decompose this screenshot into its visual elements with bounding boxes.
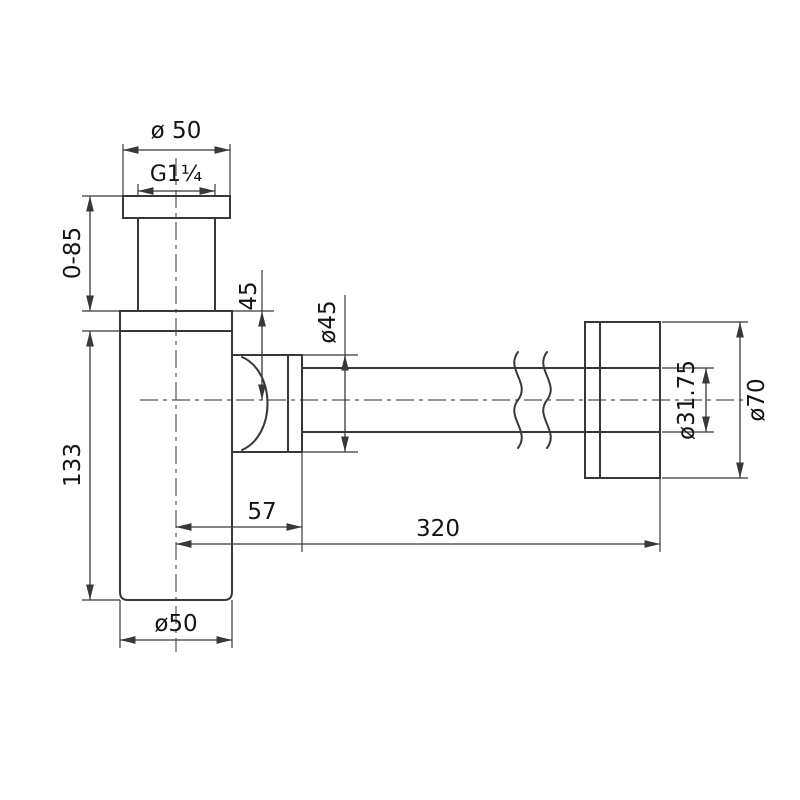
outlet-inner-curve <box>241 356 269 451</box>
dim-nut-diameter-label: ø45 <box>315 300 341 343</box>
dimension-labels: ø 50 G1¼ 0-85 133 ø50 45 ø45 57 320 ø31.… <box>60 118 770 637</box>
pipe-break-symbol-left <box>513 351 523 449</box>
dim-thread-label: G1¼ <box>150 162 202 187</box>
center-lines <box>140 158 748 652</box>
extension-lines <box>82 144 748 648</box>
trap-body-cup <box>119 330 233 601</box>
dim-outlet-offset-label: 45 <box>236 281 262 310</box>
dim-flange-diameter-label: ø70 <box>744 378 770 421</box>
object-lines <box>119 195 661 601</box>
dim-top-diameter-label: ø 50 <box>151 118 202 144</box>
wall-flange <box>584 321 661 479</box>
dim-center-to-outlet-label: 57 <box>247 499 276 525</box>
dim-bottom-diameter-label: ø50 <box>154 611 197 637</box>
dimension-lines <box>86 146 744 644</box>
body-collar-nut <box>119 310 233 332</box>
dim-adjust-height-label: 0-85 <box>60 227 86 279</box>
dim-body-height-label: 133 <box>60 443 86 487</box>
dim-pipe-length-label: 320 <box>416 516 460 542</box>
dim-pipe-diameter-label: ø31.75 <box>674 360 700 440</box>
pipe-break-symbol-right <box>542 351 552 449</box>
inlet-flange-cap <box>122 195 231 219</box>
